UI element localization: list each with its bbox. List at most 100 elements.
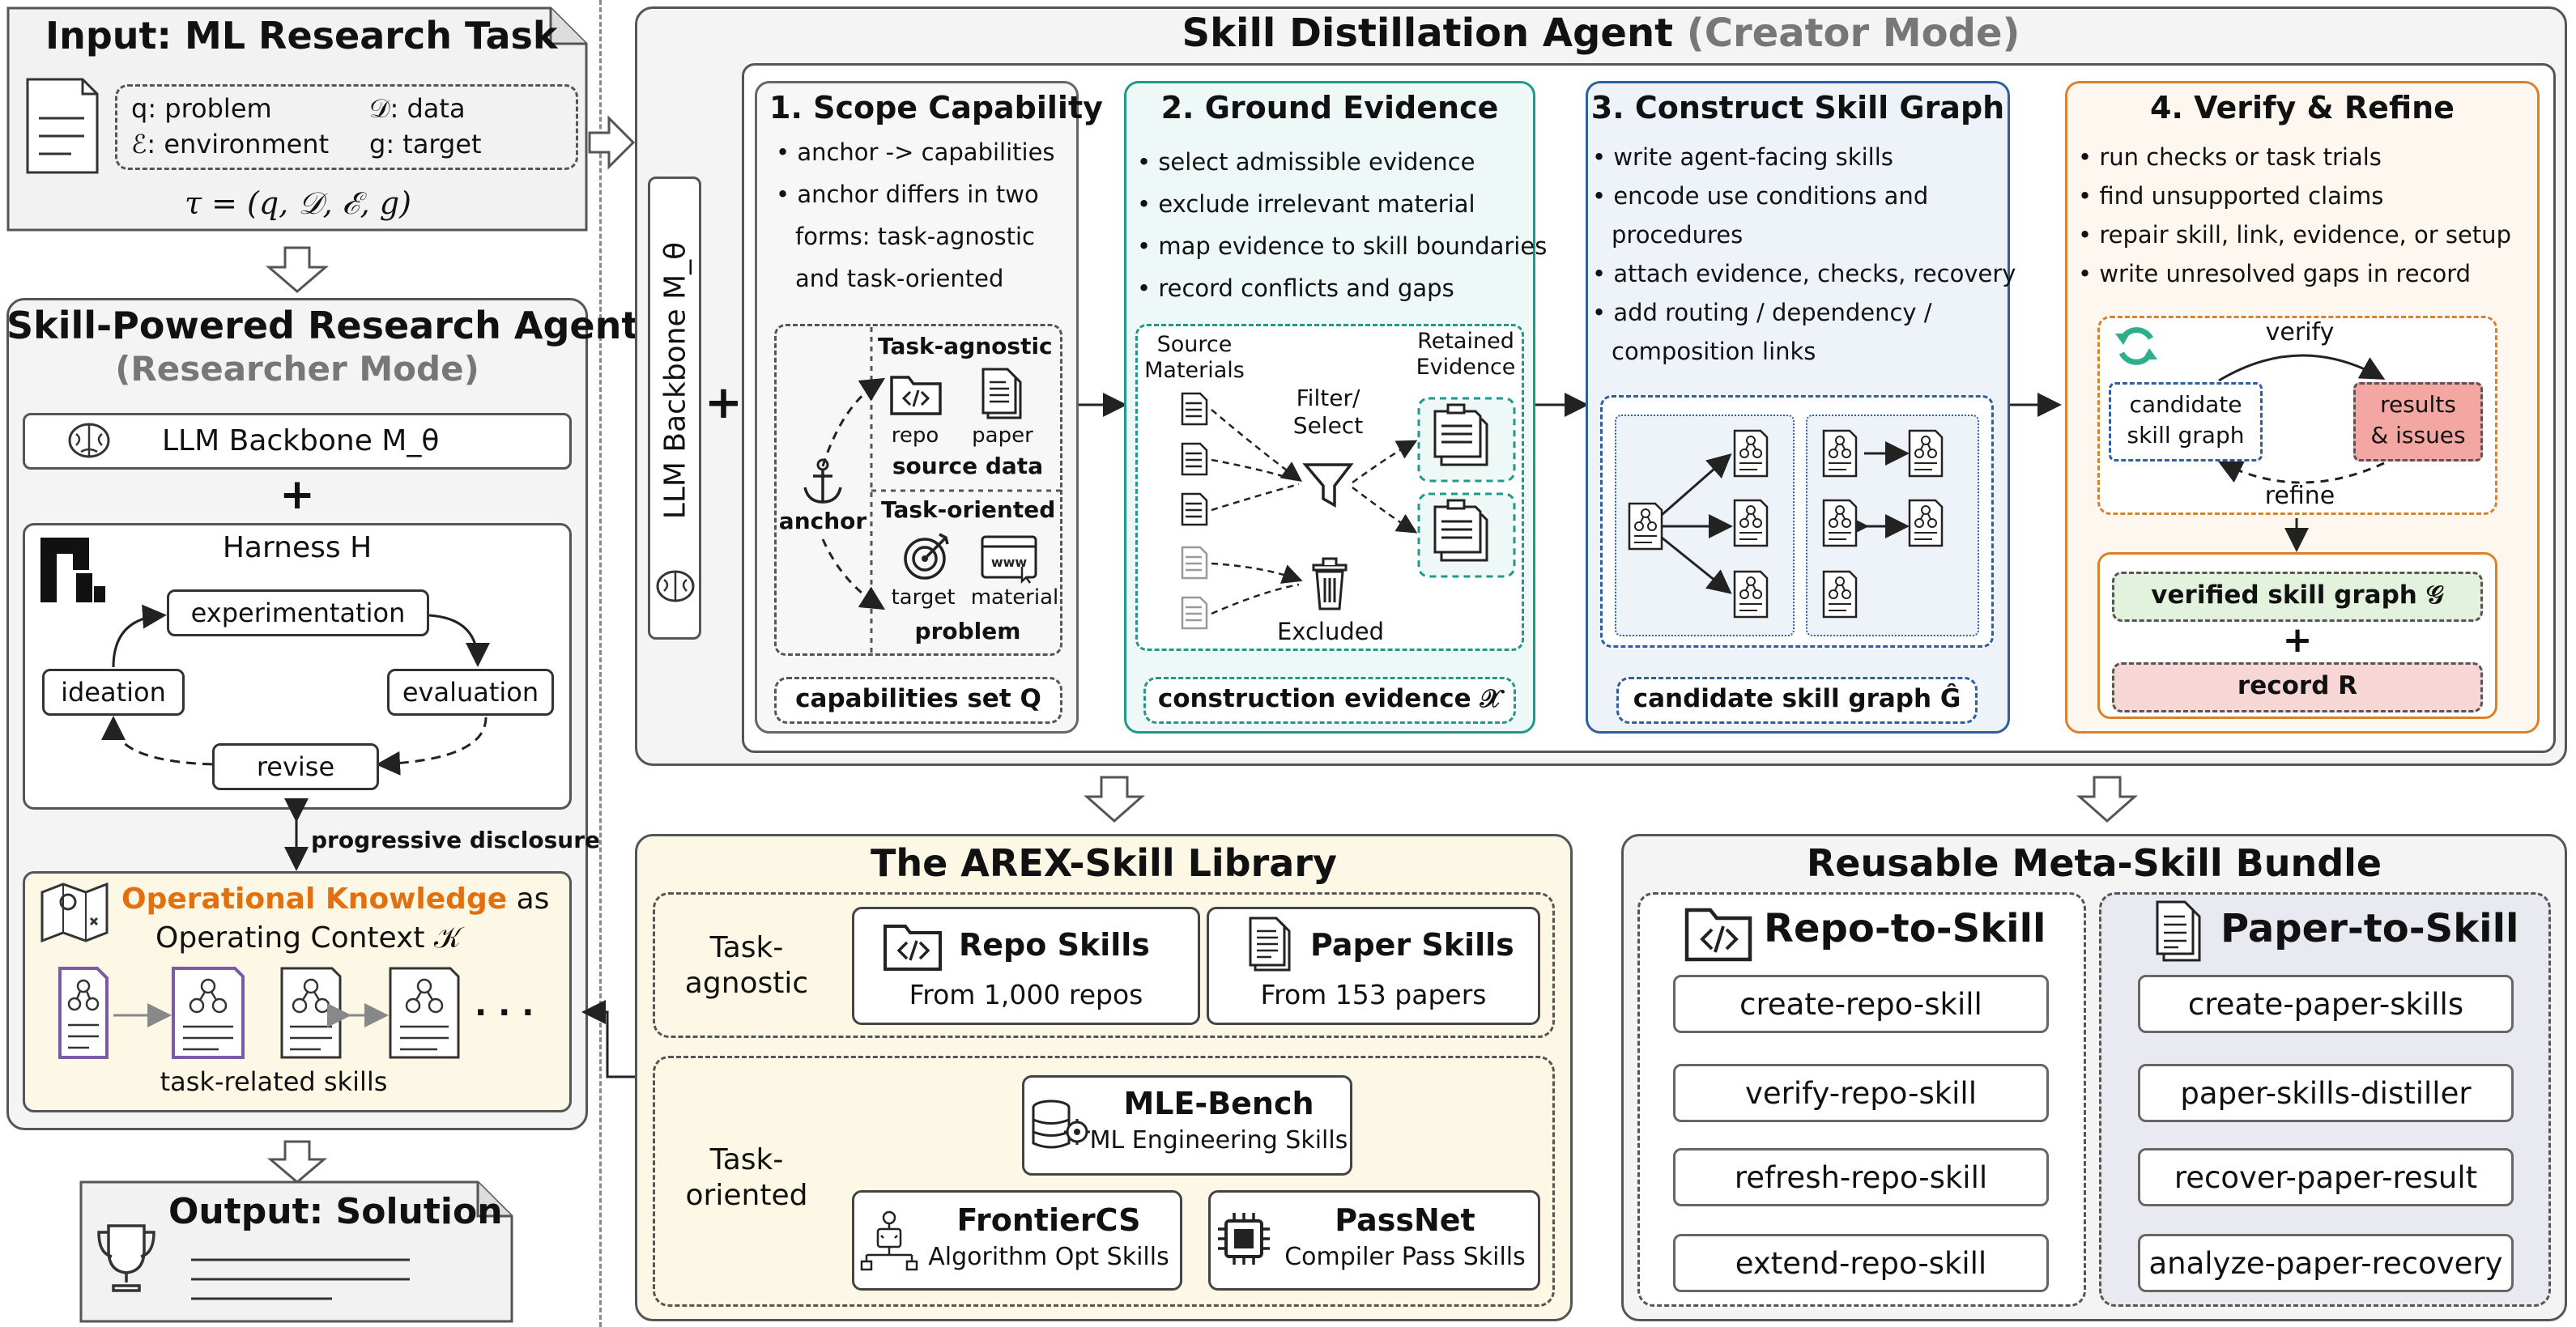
paper-skills-doc-icon — [1247, 917, 1292, 972]
svg-text:www: www — [991, 555, 1028, 570]
step3-footer-box — [1616, 677, 1978, 724]
skill-graph-node-icon — [1628, 502, 1663, 551]
creator-backbone-box — [648, 177, 701, 640]
record-box — [2112, 662, 2483, 712]
passnet-card — [1208, 1190, 1540, 1291]
step4-bullet: write unresolved gaps in record — [2078, 254, 2511, 293]
skill-doc-2 — [172, 967, 245, 1059]
retained-label-2: Evidence — [1416, 355, 1516, 380]
skill-graph-node-icon — [1733, 499, 1769, 547]
repo-to-skill-folder-icon — [1684, 904, 1752, 962]
source-data-label: source data — [892, 453, 1044, 479]
meta-skill-recover-paper: recover-paper-result — [2138, 1148, 2514, 1206]
mle-bench-sub: ML Engineering Skills — [1089, 1126, 1348, 1155]
target-icon — [901, 531, 952, 583]
passnet-sub: Compiler Pass Skills — [1284, 1243, 1526, 1271]
loop-evaluation: evaluation — [387, 669, 554, 716]
step2-bullet: record conflicts and gaps — [1137, 267, 1547, 309]
repo-skills-sub: From 1,000 repos — [909, 979, 1143, 1010]
step3-bullet: • attach evidence, checks, recovery — [1592, 260, 2016, 287]
creator-brain-icon — [653, 564, 698, 609]
progressive-disclosure-label: progressive disclosure — [311, 827, 600, 853]
harness-logo-icon — [40, 538, 105, 602]
step2-title: 2. Ground Evidence — [1160, 90, 1499, 125]
task-oriented-label: Task-oriented — [881, 496, 1056, 523]
results-label-2: & issues — [2370, 422, 2466, 449]
step3-bullet: • add routing / dependency / — [1592, 299, 1932, 326]
step3-bullet-text: attach evidence, checks, recovery — [1613, 260, 2016, 287]
meta-skill-refresh-repo: refresh-repo-skill — [1673, 1148, 2049, 1206]
refine-label: refine — [2264, 482, 2335, 510]
anchor-label: anchor — [778, 508, 867, 534]
results-label-1: results — [2380, 391, 2456, 418]
input-doc-shape — [6, 6, 588, 232]
loop-ideation: ideation — [42, 669, 185, 716]
skill-graph-node-icon — [1908, 499, 1944, 547]
step3-bullets: • write agent-facing skills • encode use… — [1592, 138, 2016, 371]
record-label: record R — [2237, 671, 2358, 700]
step1-bullet: anchor differs in two — [776, 173, 1055, 215]
step3-bullet-text: add routing / dependency / — [1613, 299, 1932, 326]
step4-bullet: find unsupported claims — [2078, 177, 2511, 215]
input-vars-box — [115, 84, 578, 170]
excluded-label: Excluded — [1276, 618, 1384, 645]
task-related-skills-label: task-related skills — [160, 1066, 388, 1097]
paper-label: paper — [972, 423, 1033, 448]
creator-title-main: Skill Distillation Agent — [1182, 11, 1674, 56]
library-oriented-label-2: oriented — [685, 1179, 808, 1212]
step3-bullet: • write agent-facing skills — [1592, 143, 1893, 171]
mle-bench-card — [1022, 1075, 1352, 1176]
var-problem: q: problem — [131, 93, 272, 124]
step1-bullet: anchor -> capabilities — [776, 131, 1054, 173]
step3-bullet-text: procedures — [1612, 221, 1744, 249]
step3-bullet-cont: composition links — [1592, 332, 2016, 371]
creator-plus: + — [705, 376, 743, 429]
step2-bullets: select admissible evidence exclude irrel… — [1137, 141, 1547, 309]
step4-title: 4. Verify & Refine — [2150, 90, 2455, 125]
meta-skill-paper-distiller: paper-skills-distiller — [2138, 1064, 2514, 1122]
researcher-plus: + — [279, 470, 315, 519]
researcher-title: Skill-Powered Research Agent — [6, 304, 640, 347]
task-agnostic-label: Task-agnostic — [878, 333, 1053, 359]
paper-to-skill-doc-icon — [2154, 900, 2203, 962]
map-icon — [39, 879, 112, 944]
passnet-name: PassNet — [1335, 1202, 1475, 1238]
skill-graph-node-icon — [1822, 570, 1858, 619]
step1-title: 1. Scope Capability — [769, 90, 1103, 125]
ok-as: as — [507, 883, 550, 916]
step2-bullet: map evidence to skill boundaries — [1137, 225, 1547, 267]
creator-title: Skill Distillation Agent (Creator Mode) — [635, 11, 2567, 56]
meta-skill-create-paper: create-paper-skills — [2138, 975, 2514, 1033]
brain-icon — [65, 418, 113, 463]
library-agnostic-label-1: Task- — [709, 931, 784, 964]
bundle-title: Reusable Meta-Skill Bundle — [1806, 841, 2382, 885]
operational-knowledge-highlight: Operational Knowledge — [121, 883, 508, 916]
retained-label-1: Retained — [1417, 329, 1514, 354]
verify-label: verify — [2265, 318, 2335, 347]
source-materials-label-1: Source — [1156, 332, 1233, 357]
step4-plus: + — [2282, 619, 2313, 661]
anchor-icon — [800, 458, 845, 507]
step1-bullet-text: forms: task-agnostic — [795, 223, 1036, 250]
candidate-skill-graph-box — [2109, 382, 2263, 461]
library-title: The AREX-Skill Library — [870, 841, 1338, 885]
filter-label-1: Filter/ — [1296, 385, 1360, 411]
document-icon — [26, 78, 99, 174]
step1-bullet-cont: and task-oriented — [776, 257, 1055, 300]
var-target: g: target — [369, 129, 482, 159]
frontiercs-card — [852, 1190, 1182, 1291]
library-oriented-label-1: Task- — [709, 1143, 784, 1176]
algorithm-tree-icon — [857, 1210, 922, 1271]
vertical-divider — [599, 0, 602, 1327]
source-materials-label-2: Materials — [1144, 358, 1245, 383]
skills-ellipsis: · · · — [475, 994, 534, 1031]
